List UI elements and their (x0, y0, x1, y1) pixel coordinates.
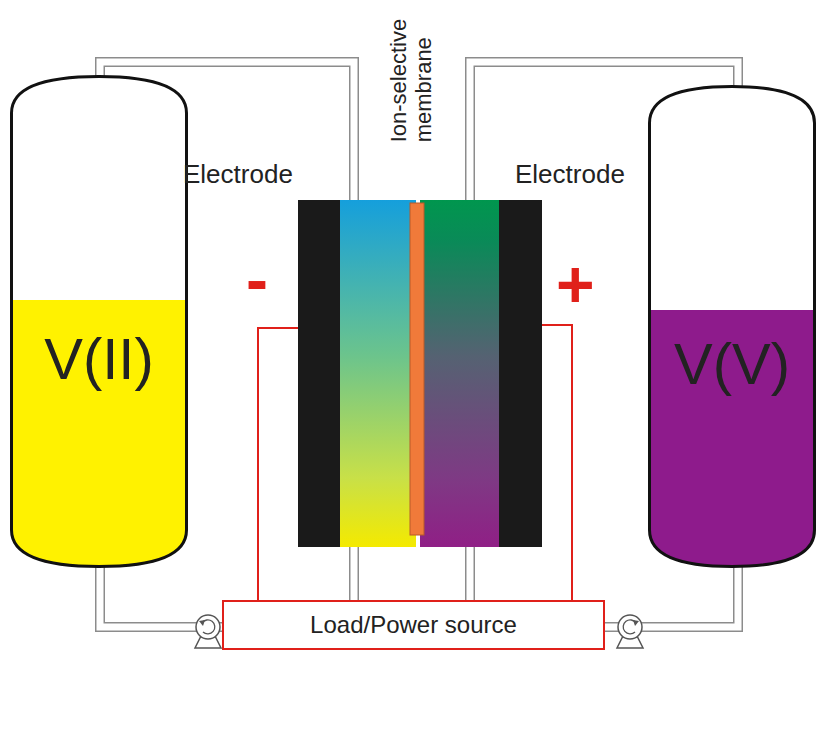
pump-arrowhead (633, 620, 639, 626)
polarity-sign: - (246, 243, 268, 316)
pump-arrowhead (199, 620, 205, 626)
tank-label: V(V) (648, 332, 816, 396)
pump-body (618, 615, 642, 639)
pump-symbol (195, 615, 221, 648)
cell (298, 200, 542, 547)
wire (258, 328, 298, 601)
positive-electrolyte (420, 200, 500, 547)
tank-outline (10, 75, 188, 568)
electrolyte-fill (648, 310, 816, 568)
pipes (100, 62, 738, 627)
wires (258, 325, 572, 601)
positive-electrode (499, 200, 542, 547)
electrolyte-tank: V(V) (648, 85, 816, 568)
negative-electrolyte (340, 200, 416, 547)
load-box: Load/Power source (222, 600, 605, 650)
membrane (410, 203, 424, 535)
tank-border (650, 87, 815, 567)
electrolyte-fill (10, 300, 188, 568)
pump-body (196, 615, 220, 639)
part-label: Ion-selective membrane (386, 2, 437, 142)
negative-electrode (298, 200, 340, 547)
pump-symbol (617, 615, 643, 648)
tank-label: V(II) (10, 327, 188, 391)
box-label: Load/Power source (310, 611, 517, 640)
wire (542, 325, 572, 601)
tank-outline (648, 85, 816, 568)
polarity-sign: + (556, 248, 595, 321)
electrolyte-tank: V(II) (10, 75, 188, 568)
tank-border (12, 77, 187, 567)
part-label: Electrode (515, 160, 625, 189)
part-label: Electrode (183, 160, 293, 189)
